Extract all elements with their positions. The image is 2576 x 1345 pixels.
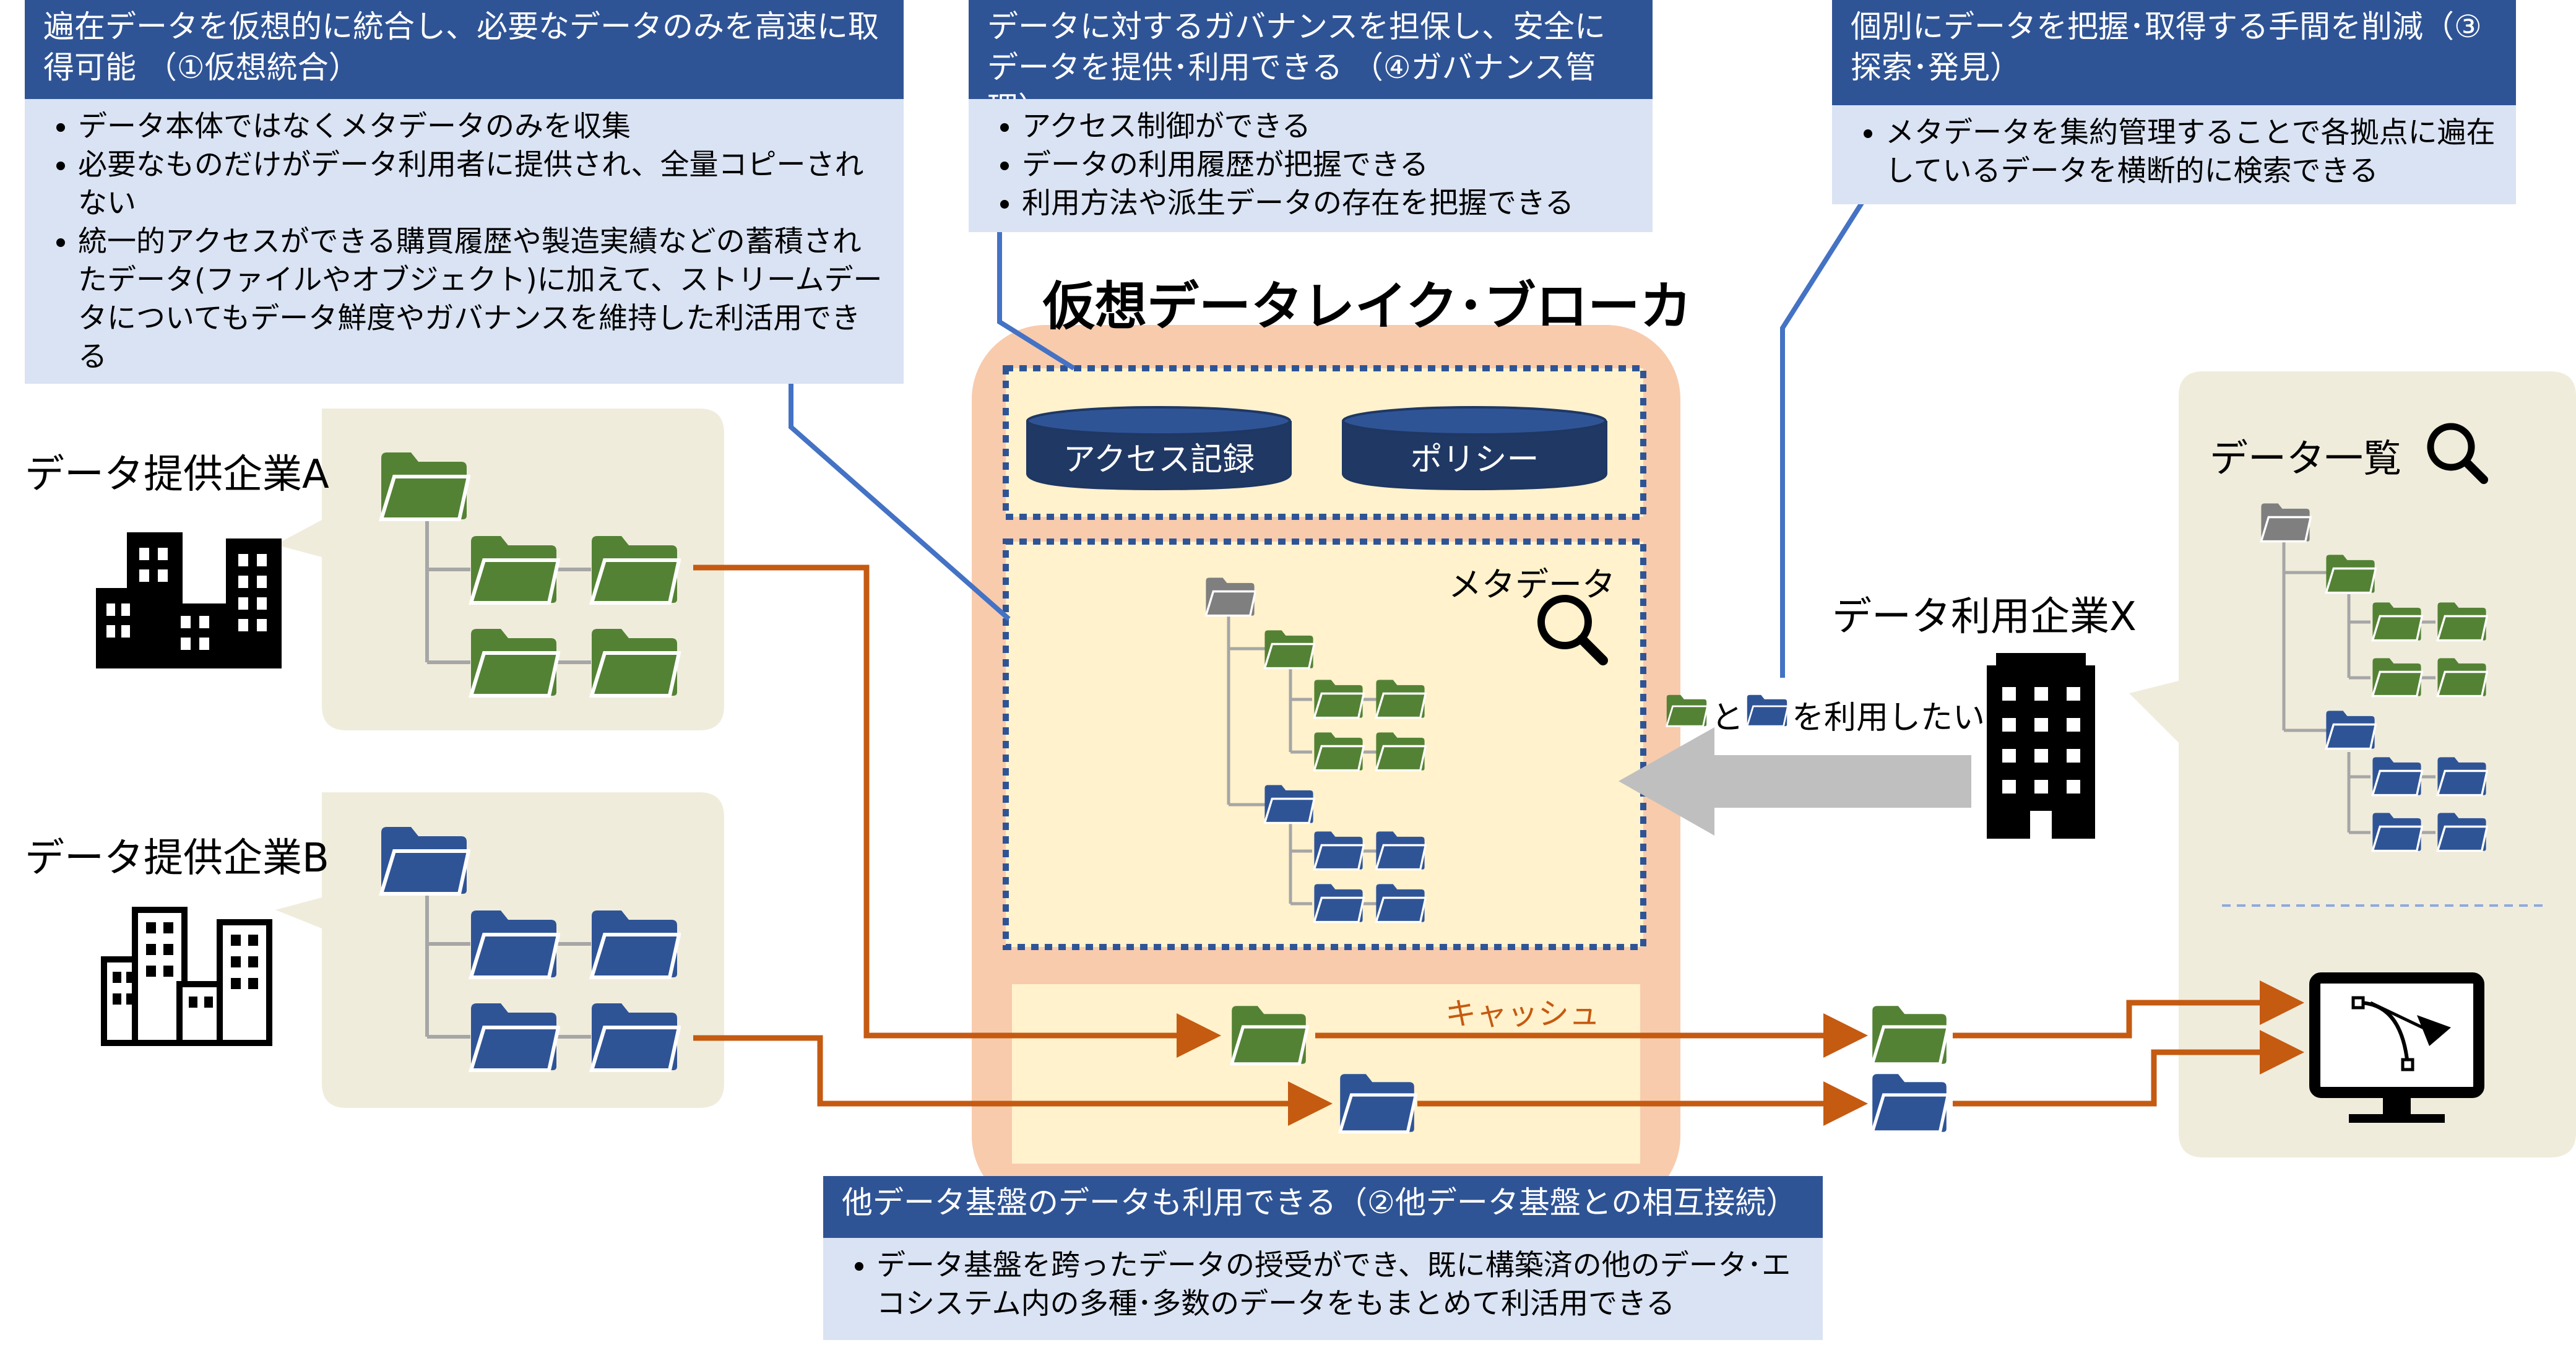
list-item: 統一的アクセスができる購買履歴や製造実績などの蓄積されたデータ(ファイルやオブジ… [78, 223, 885, 376]
folder-icon [1340, 1074, 1416, 1132]
flow-blue-in [693, 1035, 1333, 1126]
folder-icon [1872, 1006, 1948, 1064]
list-item: アクセス制御ができる [1022, 108, 1634, 146]
catalog-title: データ一覧 [2210, 436, 2402, 481]
list-item: 必要なものだけがデータ利用者に提供され、全量コピーされない [78, 146, 885, 223]
cache-panel [1012, 984, 1640, 1164]
database-icon-access [1026, 406, 1292, 491]
folder-icon [592, 629, 679, 696]
request-and: と [1711, 699, 1744, 737]
folder-icon [2325, 709, 2377, 750]
flow-green-out [1953, 980, 2304, 1039]
leader-virtual [789, 384, 1011, 621]
request-text: を利用したい [1792, 699, 1986, 737]
folder-icon [2371, 756, 2423, 797]
list-item: メタデータを集約管理することで各拠点に遍在しているデータを横断的に検索できる [1885, 114, 2497, 191]
folder-icon [2436, 601, 2488, 642]
policy-label: ポリシー [1410, 441, 1539, 478]
access-log-label: アクセス記録 [1063, 441, 1255, 478]
folder-icon [1375, 883, 1427, 923]
callout-virtual-body: データ本体ではなくメタデータのみを収集 必要なものだけがデータ利用者に提供され、… [25, 99, 904, 384]
folder-icon [2436, 811, 2488, 852]
folder-icon [1872, 1074, 1948, 1132]
folder-icon [2371, 601, 2423, 642]
callout-governance-body: アクセス制御ができる データの利用履歴が把握できる 利用方法や派生データの存在を… [969, 99, 1653, 232]
callout-governance-header: データに対するガバナンスを担保し、安全にデータを提供･利用できる （④ガバナンス… [969, 0, 1653, 126]
folder-icon [2436, 657, 2488, 698]
monitor-icon [2309, 972, 2484, 1123]
flow-green-in [693, 564, 1221, 1058]
folder-icon [1313, 830, 1365, 871]
folder-icon [381, 827, 469, 894]
list-item: データの利用履歴が把握できる [1022, 146, 1634, 184]
flow-blue-out [1953, 1030, 2304, 1107]
leader-governance [997, 232, 1076, 371]
folder-icon [1263, 784, 1315, 824]
callout-interconnect-body: データ基盤を跨ったデータの授受ができ、既に構築済の他のデータ･エコシステム内の多… [823, 1238, 1823, 1340]
folder-icon [1263, 629, 1315, 670]
provider-a-tree [425, 508, 591, 664]
folder-icon [2436, 756, 2488, 797]
folder-icon [592, 910, 679, 977]
folder-icon [471, 1003, 558, 1070]
folder-icon [592, 536, 679, 603]
folder-icon [2371, 657, 2423, 698]
search-icon [1537, 595, 1608, 665]
folder-icon [1746, 694, 1789, 727]
search-icon [2427, 423, 2488, 484]
folder-icon [1232, 1006, 1307, 1064]
database-icon-policy [1342, 406, 1607, 491]
building-icon [96, 532, 282, 668]
consumer-label: データ利用企業X [1832, 594, 2137, 640]
leader-discovery [1780, 199, 1865, 678]
list-item: データ本体ではなくメタデータのみを収集 [78, 108, 885, 146]
callout-discovery-body: メタデータを集約管理することで各拠点に遍在しているデータを横断的に検索できる [1832, 105, 2516, 204]
folder-icon [1313, 883, 1365, 923]
building-icon [101, 907, 272, 1046]
folder-icon [1313, 731, 1365, 772]
metadata-label: メタデータ [1448, 565, 1615, 604]
folder-icon [471, 629, 558, 696]
folder-icon [2260, 502, 2312, 543]
folder-icon [1375, 830, 1427, 871]
building-icon [1987, 653, 2095, 839]
broker-title: 仮想データレイク･ブローカ [1043, 276, 1692, 337]
folder-icon [1204, 576, 1256, 617]
provider-a-label: データ提供企業A [25, 452, 329, 498]
request-arrow [1619, 727, 1971, 836]
folder-icon [1666, 694, 1708, 727]
cache-label: キャッシュ [1445, 996, 1600, 1032]
folder-icon [1313, 678, 1365, 719]
folder-icon [2325, 553, 2377, 594]
list-item: 利用方法や派生データの存在を把握できる [1022, 184, 1634, 223]
catalog-tree [2282, 538, 2436, 834]
folder-icon [471, 536, 558, 603]
callout-virtual-header: 遍在データを仮想的に統合し、必要なデータのみを高速に取得可能 （①仮想統合） [25, 0, 904, 99]
metadata-tree [1227, 610, 1377, 906]
folder-icon [471, 910, 558, 977]
folder-icon [381, 452, 469, 519]
folder-icon [1375, 678, 1427, 719]
list-item: データ基盤を跨ったデータの授受ができ、既に構築済の他のデータ･エコシステム内の多… [876, 1247, 1804, 1323]
folder-icon [1375, 731, 1427, 772]
callout-interconnect-header: 他データ基盤のデータも利用できる（②他データ基盤との相互接続） [823, 1176, 1823, 1238]
provider-b-label: データ提供企業B [25, 836, 329, 881]
folder-icon [592, 1003, 679, 1070]
provider-b-tree [425, 879, 591, 1039]
callout-discovery-header: 個別にデータを把握･取得する手間を削減（③探索･発見） [1832, 0, 2516, 105]
folder-icon [2371, 811, 2423, 852]
consumer-bubble [2129, 371, 2576, 1157]
